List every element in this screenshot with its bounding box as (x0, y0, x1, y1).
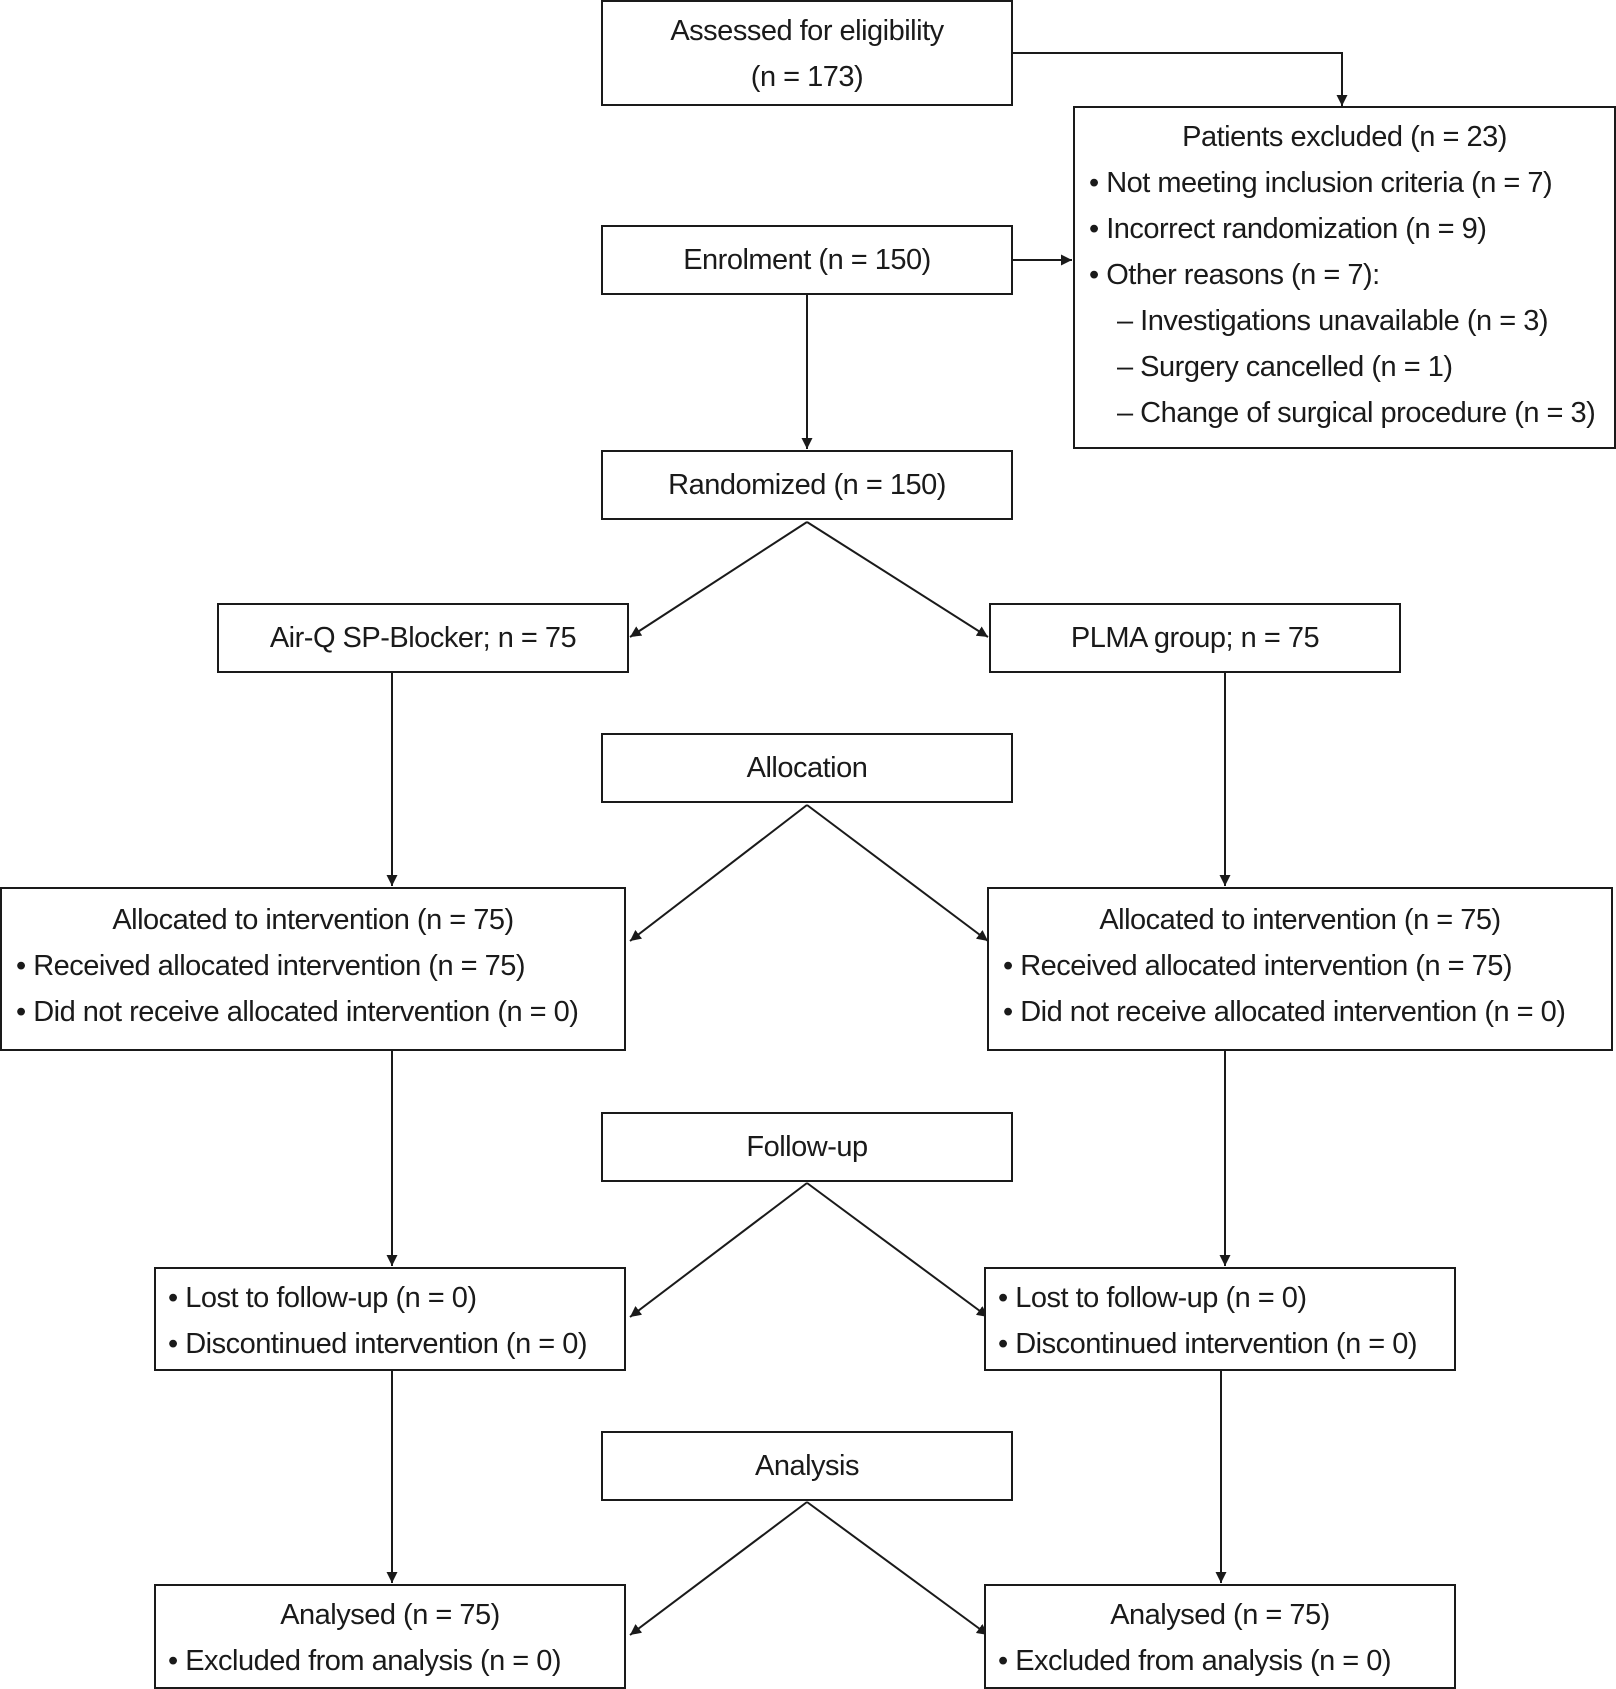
allocated-item: • Received allocated intervention (n = 7… (16, 950, 526, 982)
excluded-item: • Not meeting inclusion criteria (n = 7) (1089, 167, 1553, 199)
follow-up-item: • Lost to follow-up (n = 0) (998, 1282, 1307, 1314)
arrow-followup-to-left (629, 1182, 808, 1318)
allocated-right-box: Allocated to intervention (n = 75) • Rec… (987, 887, 1613, 1051)
arrow-followup-to-right (806, 1182, 989, 1318)
plma-group-label: PLMA group; n = 75 (1070, 622, 1320, 654)
eligibility-box: Assessed for eligibility (n = 173) (601, 0, 1013, 106)
eligibility-line2: (n = 173) (750, 61, 864, 93)
arrow-allocation-to-right (806, 804, 989, 942)
allocated-left-box: Allocated to intervention (n = 75) • Rec… (0, 887, 626, 1051)
arrow-allocation-to-left (629, 804, 808, 942)
randomized-label: Randomized (n = 150) (668, 469, 946, 501)
arrow-eligibility-to-excluded (1012, 52, 1348, 106)
analysed-item: • Excluded from analysis (n = 0) (168, 1645, 562, 1677)
follow-up-stage-label: Follow-up (746, 1131, 868, 1163)
excluded-subitem: – Investigations unavailable (n = 3) (1117, 305, 1548, 337)
analysed-right-box: Analysed (n = 75) • Excluded from analys… (984, 1584, 1456, 1689)
follow-up-item: • Lost to follow-up (n = 0) (168, 1282, 477, 1314)
allocated-item: • Did not receive allocated intervention… (1003, 996, 1566, 1028)
allocated-item: • Received allocated intervention (n = 7… (1003, 950, 1513, 982)
air-q-group-box: Air-Q SP-Blocker; n = 75 (217, 603, 629, 673)
excluded-subitem: – Change of surgical procedure (n = 3) (1117, 397, 1596, 429)
arrow-randomized-to-right-group (806, 521, 989, 638)
analysis-stage-label: Analysis (755, 1450, 860, 1482)
excluded-item: • Incorrect randomization (n = 9) (1089, 213, 1487, 245)
arrow-analysis-to-left (629, 1501, 808, 1636)
arrow-randomized-to-left-group (629, 521, 808, 638)
follow-up-item: • Discontinued intervention (n = 0) (998, 1328, 1418, 1360)
excluded-item: • Other reasons (n = 7): (1089, 259, 1380, 291)
enrolment-label: Enrolment (n = 150) (683, 244, 931, 276)
follow-up-stage-box: Follow-up (601, 1112, 1013, 1182)
follow-up-left-box: • Lost to follow-up (n = 0) • Discontinu… (154, 1267, 626, 1371)
plma-group-box: PLMA group; n = 75 (989, 603, 1401, 673)
allocation-stage-box: Allocation (601, 733, 1013, 803)
follow-up-right-box: • Lost to follow-up (n = 0) • Discontinu… (984, 1267, 1456, 1371)
air-q-group-label: Air-Q SP-Blocker; n = 75 (269, 622, 577, 654)
analysed-title: Analysed (n = 75) (280, 1599, 500, 1631)
excluded-subitem: – Surgery cancelled (n = 1) (1117, 351, 1453, 383)
analysed-title: Analysed (n = 75) (1110, 1599, 1330, 1631)
analysed-item: • Excluded from analysis (n = 0) (998, 1645, 1392, 1677)
enrolment-box: Enrolment (n = 150) (601, 225, 1013, 295)
excluded-title: Patients excluded (n = 23) (1182, 121, 1507, 153)
allocation-stage-label: Allocation (746, 752, 868, 784)
follow-up-item: • Discontinued intervention (n = 0) (168, 1328, 588, 1360)
excluded-box: Patients excluded (n = 23) • Not meeting… (1073, 106, 1616, 449)
analysed-left-box: Analysed (n = 75) • Excluded from analys… (154, 1584, 626, 1689)
allocated-title: Allocated to intervention (n = 75) (1099, 904, 1501, 936)
randomized-box: Randomized (n = 150) (601, 450, 1013, 520)
arrow-analysis-to-right (806, 1501, 989, 1636)
eligibility-line1: Assessed for eligibility (670, 15, 944, 47)
analysis-stage-box: Analysis (601, 1431, 1013, 1501)
allocated-item: • Did not receive allocated intervention… (16, 996, 579, 1028)
allocated-title: Allocated to intervention (n = 75) (112, 904, 514, 936)
